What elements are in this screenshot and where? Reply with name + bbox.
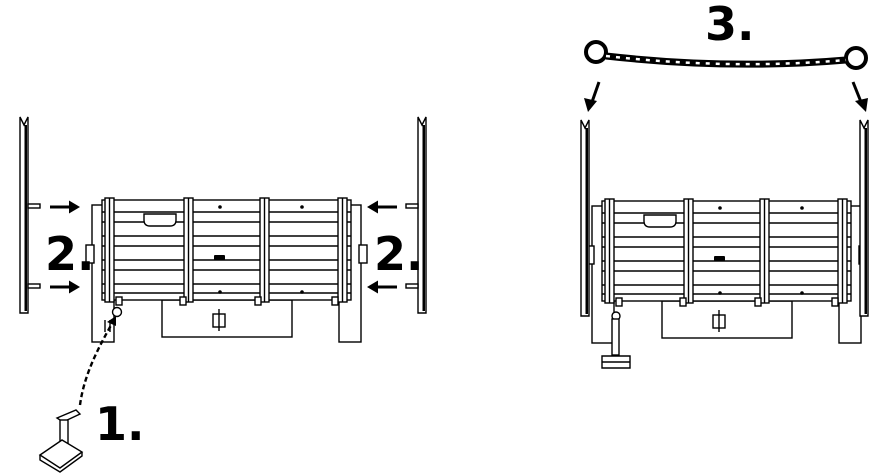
arrow-icon — [48, 199, 82, 215]
insert-path — [78, 319, 116, 406]
chain-icon — [584, 40, 868, 70]
left-assembly: 1. 2. 2. — [19, 116, 427, 473]
rack-left — [85, 197, 368, 343]
side-post-right — [417, 116, 427, 314]
arrow-icon — [584, 81, 601, 112]
step-1-label: 1. — [95, 397, 144, 451]
side-post-left — [580, 119, 590, 317]
arrow-icon — [48, 279, 82, 295]
step-3-label: 3. — [705, 0, 754, 51]
right-assembly: 3. — [580, 0, 869, 369]
crank-handle-icon — [38, 409, 84, 473]
step-2-right-label: 2. — [374, 227, 423, 281]
arrow-icon — [365, 279, 399, 295]
arrow-icon — [365, 199, 399, 215]
arrow-icon — [851, 81, 868, 112]
side-post-left — [19, 116, 29, 314]
crank-socket — [111, 306, 123, 318]
rack-right — [585, 198, 868, 344]
mounted-crank-handle — [601, 311, 631, 369]
side-post-right — [859, 119, 869, 317]
step-2-left-label: 2. — [45, 227, 94, 281]
